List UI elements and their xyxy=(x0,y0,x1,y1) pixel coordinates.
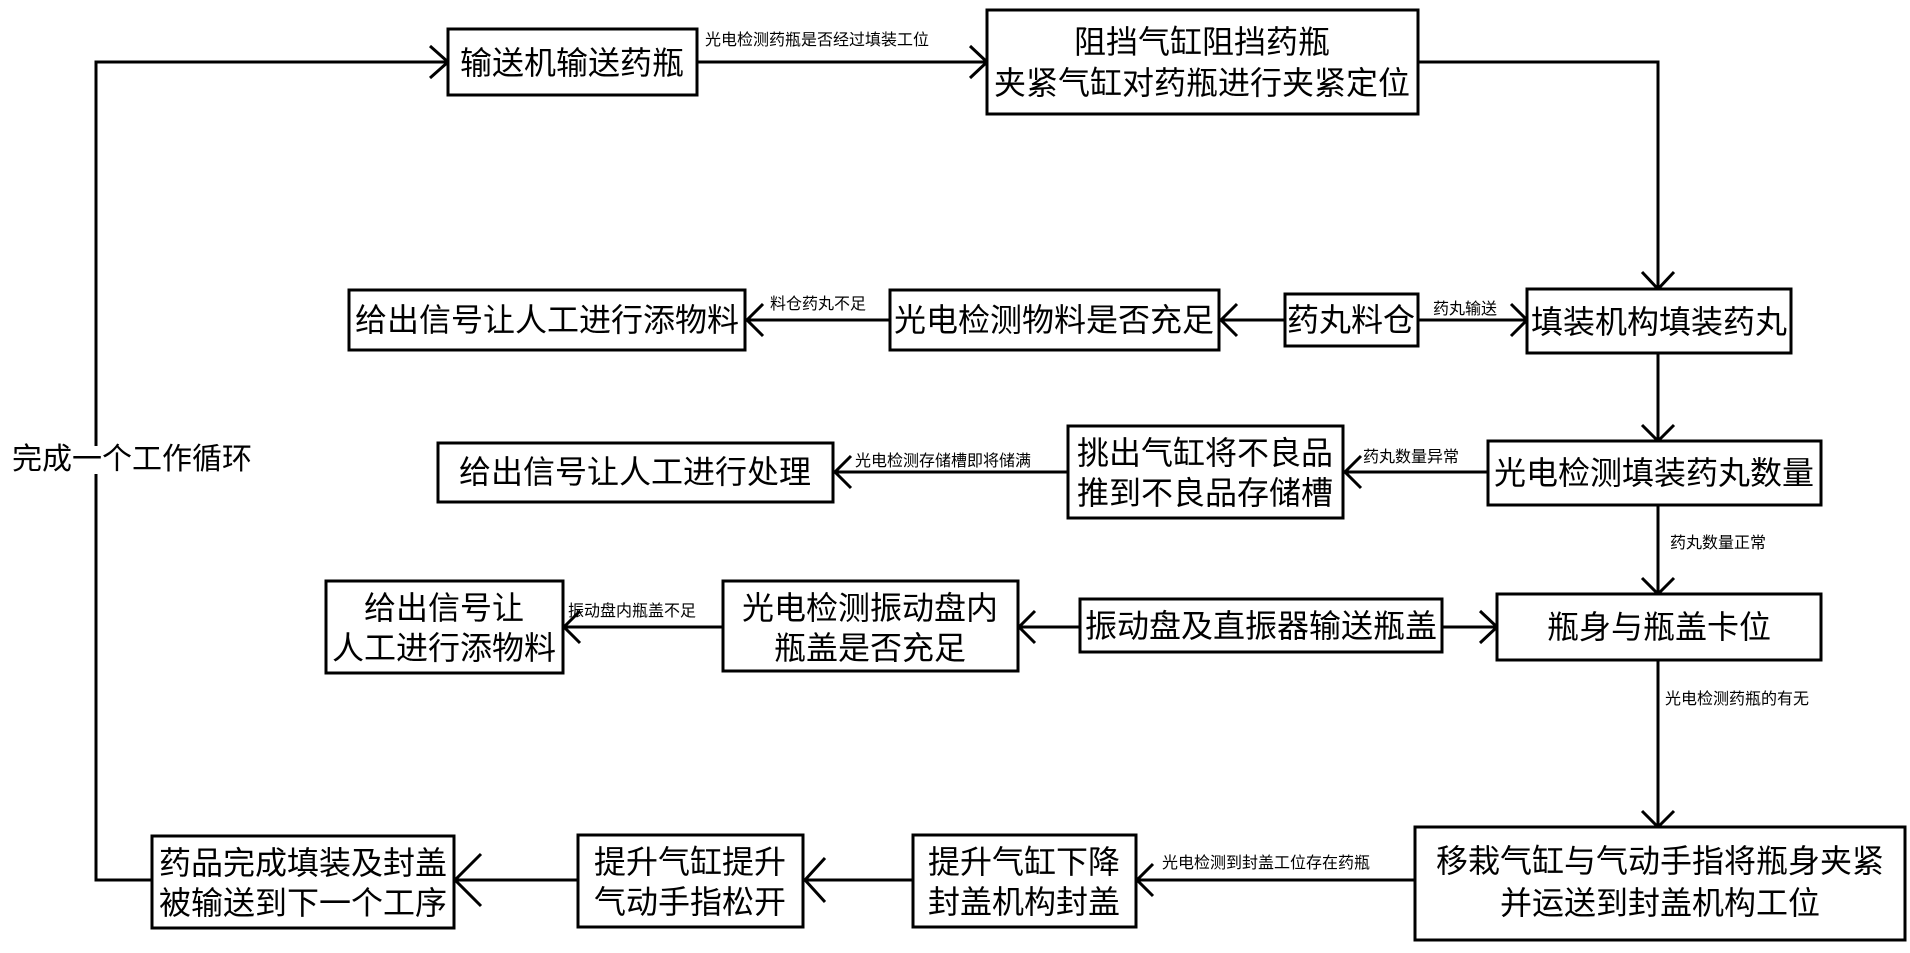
node-signal-cap-line1: 给出信号让 xyxy=(364,589,524,627)
label-count-normal: 药丸数量正常 xyxy=(1670,533,1766,552)
label-pill-feed: 药丸输送 xyxy=(1433,299,1497,318)
node-detect-cap-line1: 光电检测振动盘内 xyxy=(742,589,998,627)
node-finish-line2: 被输送到下一个工序 xyxy=(159,884,447,922)
node-conveyor: 输送机输送药瓶 xyxy=(446,27,699,97)
node-clamp-line1: 阻挡气缸阻挡药瓶 xyxy=(1074,23,1330,61)
node-lower-seal-line2: 封盖机构封盖 xyxy=(928,883,1120,921)
node-conveyor-line1: 输送机输送药瓶 xyxy=(460,44,684,82)
side-label-cycle: 完成一个工作循环 xyxy=(12,442,252,477)
node-lower-seal-line1: 提升气缸下降 xyxy=(928,843,1120,881)
label-bin-shortage: 料仓药丸不足 xyxy=(770,294,866,313)
node-signal-feed: 给出信号让人工进行添物料 xyxy=(347,288,747,352)
node-detect-cap: 光电检测振动盘内 瓶盖是否充足 xyxy=(721,579,1020,673)
arrow-head-reject xyxy=(1342,454,1363,490)
node-detect-material: 光电检测物料是否充足 xyxy=(888,288,1221,352)
connectors xyxy=(94,44,1676,908)
node-lift-release-line1: 提升气缸提升 xyxy=(594,843,786,881)
side-label-bg xyxy=(80,446,112,474)
edge-clamp-filling xyxy=(1418,60,1660,287)
label-cap-shortage: 振动盘内瓶盖不足 xyxy=(568,601,696,620)
node-lower-seal: 提升气缸下降 封盖机构封盖 xyxy=(911,833,1138,929)
node-filling: 填装机构填装药丸 xyxy=(1525,287,1793,355)
arrow-head-signal-process xyxy=(832,454,853,490)
node-signal-cap-line2: 人工进行添物料 xyxy=(332,629,556,667)
node-lift-release: 提升气缸提升 气动手指松开 xyxy=(576,833,805,929)
label-conveyor-to-clamp: 光电检测药瓶是否经过填装工位 xyxy=(705,30,929,49)
label-count-abnormal: 药丸数量异常 xyxy=(1363,447,1459,466)
node-finish: 药品完成填装及封盖 被输送到下一个工序 xyxy=(150,834,456,930)
label-storage-full: 光电检测存储槽即将储满 xyxy=(855,451,1031,470)
node-detect-count: 光电检测填装药丸数量 xyxy=(1486,439,1823,507)
node-reject-line1: 挑出气缸将不良品 xyxy=(1077,434,1333,472)
node-filling-line1: 填装机构填装药丸 xyxy=(1531,303,1787,341)
node-finish-line1: 药品完成填装及封盖 xyxy=(159,844,447,882)
label-bottle-presence: 光电检测药瓶的有无 xyxy=(1665,689,1809,708)
node-clamp: 阻挡气缸阻挡药瓶 夹紧气缸对药瓶进行夹紧定位 xyxy=(985,8,1420,116)
node-detect-material-line1: 光电检测物料是否充足 xyxy=(894,301,1214,339)
node-signal-feed-line1: 给出信号让人工进行添物料 xyxy=(355,301,739,339)
label-bottle-at-seal: 光电检测到封盖工位存在药瓶 xyxy=(1162,853,1370,872)
node-pill-bin-line1: 药丸料仓 xyxy=(1287,301,1415,339)
node-signal-process-line1: 给出信号让人工进行处理 xyxy=(459,453,811,491)
node-detect-count-line1: 光电检测填装药丸数量 xyxy=(1494,454,1814,492)
node-transfer: 移栽气缸与气动手指将瓶身夹紧 并运送到封盖机构工位 xyxy=(1413,825,1907,942)
node-reject: 挑出气缸将不良品 推到不良品存储槽 xyxy=(1066,424,1345,520)
node-clamp-line2: 夹紧气缸对药瓶进行夹紧定位 xyxy=(994,64,1410,102)
node-pill-bin: 药丸料仓 xyxy=(1283,292,1420,348)
node-cap-position: 瓶身与瓶盖卡位 xyxy=(1495,592,1823,662)
node-vibrator: 振动盘及直振器输送瓶盖 xyxy=(1078,597,1444,654)
node-reject-line2: 推到不良品存储槽 xyxy=(1077,474,1333,512)
node-lift-release-line2: 气动手指松开 xyxy=(594,883,786,921)
node-detect-cap-line2: 瓶盖是否充足 xyxy=(774,629,966,667)
arrow-head-detect-material xyxy=(1218,302,1239,338)
node-transfer-line2: 并运送到封盖机构工位 xyxy=(1500,884,1820,922)
node-transfer-line1: 移栽气缸与气动手指将瓶身夹紧 xyxy=(1436,842,1884,880)
node-signal-cap: 给出信号让 人工进行添物料 xyxy=(324,579,565,675)
node-signal-process: 给出信号让人工进行处理 xyxy=(436,441,835,504)
arrow-head-signal-feed xyxy=(744,302,765,338)
node-vibrator-line1: 振动盘及直振器输送瓶盖 xyxy=(1085,607,1437,645)
node-cap-position-line1: 瓶身与瓶盖卡位 xyxy=(1547,608,1771,646)
arrow-head-lift-release xyxy=(802,856,827,904)
